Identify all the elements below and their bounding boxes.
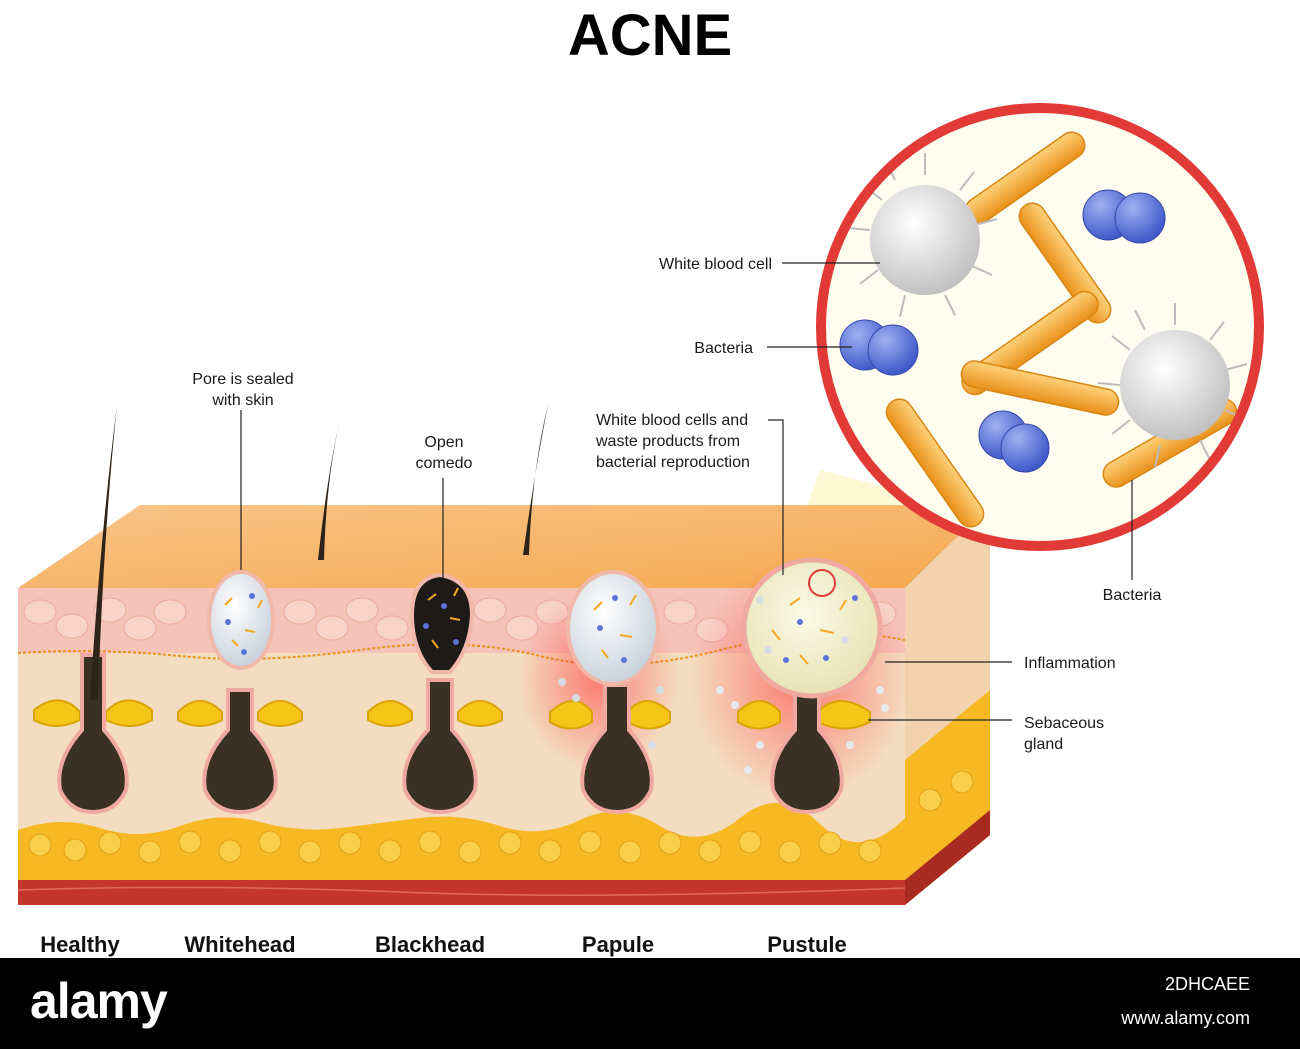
label-bacteria-upper: Bacteria [694, 340, 753, 357]
label-sebaceous-gland: gland [1024, 736, 1063, 753]
watermark-footer: alamy 2DHCAEE www.alamy.com [0, 958, 1300, 1049]
white-blood-cell [1097, 303, 1248, 468]
label-wbc-waste: bacterial reproduction [596, 454, 750, 471]
stage-label-whitehead: Whitehead [184, 932, 295, 957]
label-sebaceous-gland: Sebaceous [1024, 715, 1104, 732]
callout-lines [240, 262, 1133, 721]
follicle-whitehead [177, 570, 303, 815]
papule-plug [566, 570, 660, 686]
bacterium-rod [960, 360, 1120, 416]
label-white-blood-cell: White blood cell [659, 256, 772, 273]
magnified-view [816, 103, 1264, 551]
label-open-comedo: comedo [416, 455, 473, 472]
label-inflammation: Inflammation [1024, 655, 1116, 672]
magnifier-ring [816, 103, 1264, 551]
label-pore-sealed: with skin [211, 392, 273, 409]
acne-diagram: ACNE [17, 3, 1264, 957]
follicle-blackhead [367, 572, 503, 815]
image-id: 2DHCAEE [1164, 974, 1250, 994]
label-wbc-waste: waste products from [595, 433, 740, 450]
stage-label-papule: Papule [582, 932, 654, 957]
label-bacteria-lower: Bacteria [1103, 587, 1162, 604]
pustule-plug [741, 557, 883, 699]
label-open-comedo: Open [424, 434, 463, 451]
hair-shaft [318, 420, 340, 560]
follicle-healthy [33, 405, 153, 815]
bacterium-rod [885, 398, 985, 528]
brand-logo: alamy [30, 973, 168, 1029]
skin-surface [18, 505, 990, 588]
stage-label-pustule: Pustule [767, 932, 846, 957]
hair-shaft [90, 405, 117, 700]
magnified-region-marker [808, 569, 836, 597]
white-blood-cell [847, 153, 998, 318]
blackhead-plug [409, 572, 475, 674]
follicle-papule [518, 570, 678, 815]
subcutaneous-fat [18, 802, 905, 880]
site-url: www.alamy.com [1121, 1008, 1250, 1028]
follicle-pustule [690, 557, 910, 815]
whitehead-plug [207, 570, 275, 670]
label-wbc-waste: White blood cells and [596, 412, 748, 429]
page-title: ACNE [568, 3, 732, 68]
label-pore-sealed: Pore is sealed [192, 371, 293, 388]
stage-label-healthy: Healthy [40, 932, 120, 957]
hair-shaft [523, 405, 548, 555]
stage-label-blackhead: Blackhead [375, 932, 485, 957]
